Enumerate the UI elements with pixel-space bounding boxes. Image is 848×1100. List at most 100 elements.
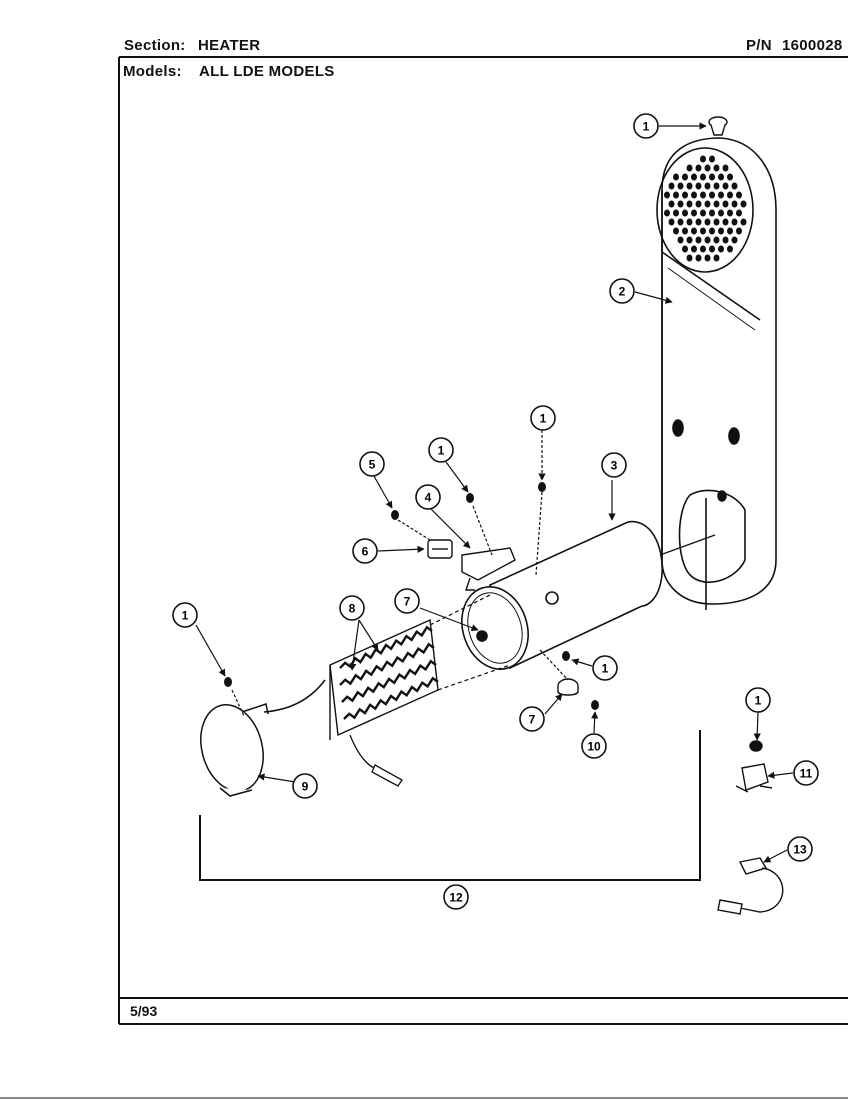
- svg-text:13: 13: [793, 843, 807, 857]
- perforation-hole: [677, 218, 684, 226]
- section-title: HEATER: [198, 37, 261, 54]
- perforation-hole: [682, 227, 688, 235]
- callout-1-left: 1: [172, 602, 198, 628]
- perforation-hole: [686, 200, 693, 208]
- perforation-hole: [691, 191, 697, 199]
- perforation-hole: [704, 182, 711, 190]
- part-number-value: 1600028: [782, 37, 843, 54]
- callout-8: 8: [339, 595, 365, 621]
- perforation-hole: [718, 209, 724, 217]
- perforation-hole: [700, 209, 706, 217]
- perforation-hole: [668, 200, 675, 208]
- screw-5: [391, 510, 399, 520]
- section-label: Section:: [124, 37, 186, 54]
- callout-1-b: 1: [530, 405, 556, 431]
- page-frame: [0, 56, 848, 1099]
- callout-1-c: 1: [428, 437, 454, 463]
- perforation-hole: [686, 218, 693, 226]
- svg-text:7: 7: [529, 713, 536, 727]
- svg-text:2: 2: [619, 285, 626, 299]
- perforation-hole: [736, 191, 742, 199]
- svg-text:7: 7: [404, 595, 411, 609]
- perforation-hole: [713, 164, 720, 172]
- perforation-hole: [704, 164, 711, 172]
- callout-13: 13: [787, 836, 813, 862]
- callout-3: 3: [601, 452, 627, 478]
- perforation-hole: [709, 173, 715, 181]
- perforation-hole: [682, 245, 688, 253]
- svg-text:10: 10: [587, 740, 601, 754]
- perforation-hole: [695, 254, 702, 262]
- perforation-hole: [709, 227, 715, 235]
- perforation-hole: [709, 245, 715, 253]
- perforation-hole: [691, 209, 697, 217]
- svg-text:1: 1: [755, 694, 762, 708]
- perforation-hole: [664, 209, 670, 217]
- duct-perforations: [664, 155, 747, 262]
- perforation-hole: [704, 236, 711, 244]
- perforation-hole: [695, 236, 702, 244]
- svg-text:1: 1: [540, 412, 547, 426]
- part-number-label: P/N: [746, 37, 772, 54]
- callout-5: 5: [359, 451, 385, 477]
- perforation-hole: [718, 227, 724, 235]
- perforation-hole: [713, 236, 720, 244]
- perforation-hole: [691, 227, 697, 235]
- perforation-hole: [673, 173, 679, 181]
- perforation-hole: [668, 218, 675, 226]
- callout-9: 9: [292, 773, 318, 799]
- perforation-hole: [709, 209, 715, 217]
- perforation-hole: [722, 200, 729, 208]
- perforation-hole: [736, 209, 742, 217]
- perforation-hole: [700, 245, 706, 253]
- perforation-hole: [731, 218, 738, 226]
- coil-row: [339, 625, 433, 669]
- screw-1d: [562, 651, 570, 661]
- callout-1-d: 1: [592, 655, 618, 681]
- perforation-hole: [691, 245, 697, 253]
- footer-date: 5/93: [130, 1003, 158, 1019]
- callout-10: 10: [581, 733, 607, 759]
- perforation-hole: [668, 182, 675, 190]
- perforation-hole: [673, 227, 679, 235]
- screw-1b: [538, 482, 546, 492]
- perforation-hole: [677, 200, 684, 208]
- perforation-hole: [727, 227, 733, 235]
- svg-text:5: 5: [369, 458, 376, 472]
- perforation-hole: [695, 164, 702, 172]
- models-label: Models:: [123, 63, 182, 80]
- perforation-hole: [700, 173, 706, 181]
- perforation-hole: [700, 191, 706, 199]
- callout-7-b: 7: [519, 706, 545, 732]
- rear-duct-cover: [656, 137, 777, 610]
- perforation-hole: [727, 209, 733, 217]
- callout-6: 6: [352, 538, 378, 564]
- callout-1-e: 1: [745, 687, 771, 713]
- perforation-hole: [673, 191, 679, 199]
- svg-text:1: 1: [438, 444, 445, 458]
- perforation-hole: [682, 191, 688, 199]
- hi-limit-thermostat: [735, 740, 773, 793]
- perforation-hole: [677, 182, 684, 190]
- perforation-hole: [673, 209, 679, 217]
- perforation-hole: [704, 218, 711, 226]
- models-value: ALL LDE MODELS: [199, 63, 335, 80]
- perforation-hole: [686, 254, 693, 262]
- svg-text:8: 8: [349, 602, 356, 616]
- svg-text:3: 3: [611, 459, 618, 473]
- perforation-hole: [718, 173, 724, 181]
- perforation-hole: [722, 164, 729, 172]
- heating-coils: [339, 625, 439, 720]
- callout-4: 4: [415, 484, 441, 510]
- svg-text:9: 9: [302, 780, 309, 794]
- perforation-hole: [704, 254, 711, 262]
- perforation-hole: [727, 173, 733, 181]
- thermostat: [557, 678, 579, 696]
- perforation-hole: [686, 182, 693, 190]
- perforation-hole: [677, 236, 684, 244]
- perforation-hole: [686, 236, 693, 244]
- perforation-hole: [718, 245, 724, 253]
- perforation-hole: [722, 218, 729, 226]
- svg-text:1: 1: [602, 662, 609, 676]
